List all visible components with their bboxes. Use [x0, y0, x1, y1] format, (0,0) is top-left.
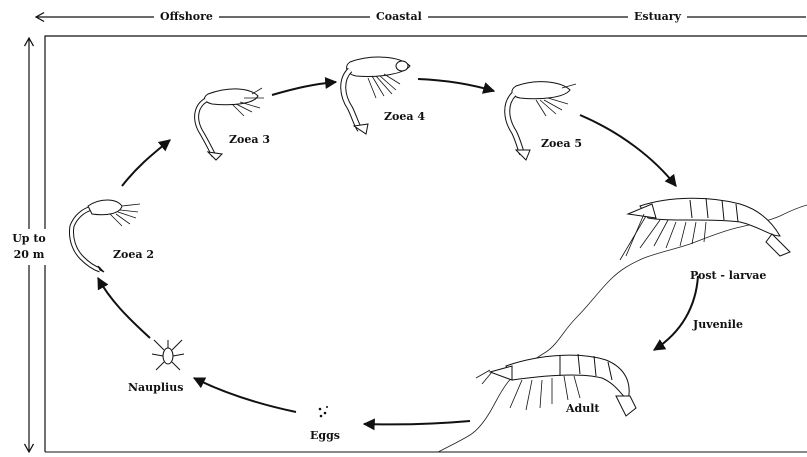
stage-label-zoea4: Zoea 4	[384, 111, 425, 123]
stage-label-zoea2: Zoea 2	[113, 249, 154, 261]
stage-label-postlarvae: Post - larvae	[690, 270, 766, 282]
zoea2-illustration	[71, 200, 140, 272]
arrow-zoea2-to-zoea3	[122, 140, 170, 186]
arrow-eggs-to-nauplius	[194, 378, 296, 412]
zone-label-offshore: Offshore	[154, 11, 219, 23]
stage-label-eggs: Eggs	[310, 430, 340, 442]
eggs-illustration	[319, 406, 328, 417]
zoea3-illustration	[197, 88, 264, 160]
stage-label-zoea5: Zoea 5	[541, 138, 582, 150]
arrow-postlarvae-to-adult	[654, 276, 698, 350]
arrow-zoea4-to-zoea5	[418, 79, 494, 91]
shoreline-curve	[438, 205, 807, 452]
postlarvae-illustration	[620, 198, 790, 260]
arrow-zoea5-to-postlarvae	[580, 115, 676, 186]
stage-label-nauplius: Nauplius	[128, 382, 183, 394]
adult-illustration	[476, 354, 636, 416]
zone-label-coastal: Coastal	[370, 11, 428, 23]
depth-label: Up to 20 m	[6, 229, 52, 265]
stage-label-zoea3: Zoea 3	[229, 134, 270, 146]
nauplius-illustration	[152, 340, 184, 370]
arrow-adult-to-eggs	[364, 421, 470, 424]
arrow-nauplius-to-zoea2	[98, 278, 150, 338]
depth-label-line1: Up to	[6, 231, 52, 247]
arrow-zoea3-to-zoea4	[272, 82, 336, 95]
stage-label-juvenile: Juvenile	[693, 319, 743, 331]
depth-label-line2: 20 m	[6, 247, 52, 263]
zone-label-estuary: Estuary	[628, 11, 687, 23]
stage-label-adult: Adult	[566, 403, 599, 415]
